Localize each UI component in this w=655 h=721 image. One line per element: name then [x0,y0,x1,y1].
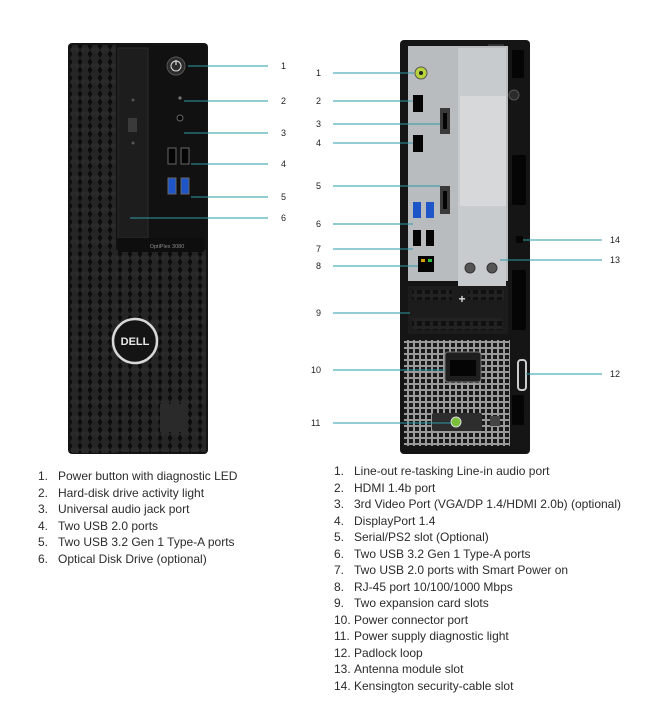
rear-callout: 13 [610,255,620,265]
psu-diagnostic-light [432,413,482,431]
power-button[interactable] [166,56,186,76]
rear-chassis: + [400,40,530,454]
front-chassis: OptiPlex 3080 DELL [68,43,208,454]
antenna-slot-2 [486,262,498,274]
front-callout: 5 [281,192,286,202]
legend-item: 11.Power supply diagnostic light [334,629,509,643]
front-callout: 6 [281,213,286,223]
kensington-slot[interactable] [516,236,523,243]
front-callout-numbers: 1 2 3 4 5 6 [281,61,286,223]
legend-item: 3.3rd Video Port (VGA/DP 1.4/HDMI 2.0b) … [334,497,622,511]
dell-logo: DELL [111,317,159,365]
front-usb2-port-1[interactable] [167,147,177,165]
svg-text:+: + [458,292,465,306]
hdd-activity-light [178,96,182,100]
serial-ps2-slot[interactable] [440,186,450,214]
rear-callout-numbers: 1 2 3 4 5 6 7 8 9 10 11 12 13 14 [311,68,620,428]
hdmi-port[interactable] [413,95,423,112]
legend-item: 3.Universal audio jack port [38,502,190,516]
legend-item: 10.Power connector port [334,612,469,627]
legend-item: 1.Line-out re-tasking Line-in audio port [334,464,550,478]
legend-item: 6.Optical Disk Drive (optional) [38,551,207,566]
rear-callout: 7 [316,244,321,254]
front-mesh-grille [70,45,116,453]
legend-item: 8.RJ-45 port 10/100/1000 Mbps [334,579,513,594]
legend-item: 12.Padlock loop [334,645,423,660]
legend-item: 1.Power button with diagnostic LED [38,469,238,483]
rear-callout: 4 [316,138,321,148]
rear-usb3-port-2[interactable] [426,202,434,218]
legend-item: 2.Hard-disk drive activity light [38,485,205,500]
rear-callout: 12 [610,369,620,379]
legend-item: 4.Two USB 2.0 ports [38,518,159,533]
front-callout: 1 [281,61,286,71]
rear-callout: 8 [316,261,321,271]
legend-item: 5.Two USB 3.2 Gen 1 Type-A ports [38,535,235,549]
rear-callout: 5 [316,181,321,191]
rear-callout: 1 [316,68,321,78]
rear-callout: 3 [316,119,321,129]
legend-item: 6.Two USB 3.2 Gen 1 Type-A ports [334,546,531,561]
rear-callout: 10 [311,365,321,375]
rear-callout: 9 [316,308,321,318]
legend-item: 2.HDMI 1.4b port [334,480,436,495]
diagram-canvas: OptiPlex 3080 DELL 1 2 3 4 [68,40,620,454]
rear-legend: 1.Line-out re-tasking Line-in audio port… [334,463,621,694]
padlock-loop[interactable] [517,359,527,391]
audio-jack[interactable] [176,114,184,122]
front-callout: 3 [281,128,286,138]
svg-text:DELL: DELL [121,336,150,348]
legend-item: 5.Serial/PS2 slot (Optional) [334,530,489,544]
antenna-slot-1 [464,262,476,274]
front-usb3-port-2[interactable] [180,177,190,195]
front-legend: 1.Power button with diagnostic LED 2.Har… [38,468,237,567]
legend-item: 13.Antenna module slot [334,662,464,676]
legend-item: 9.Two expansion card slots [334,596,489,610]
front-callout: 4 [281,159,286,169]
front-bottom-panel [160,404,188,432]
rear-callout: 11 [311,418,320,428]
legend-item: 4.DisplayPort 1.4 [334,513,436,528]
line-out-audio-port[interactable] [414,66,428,80]
front-usb2-port-2[interactable] [180,147,190,165]
rear-callout: 6 [316,219,321,229]
rear-callout: 2 [316,96,321,106]
front-leader-lines [130,65,268,219]
rear-callout: 14 [610,235,620,245]
third-video-port[interactable] [440,108,450,134]
rj45-port[interactable] [418,256,434,272]
rear-usb2-port-1[interactable] [413,230,421,246]
rear-leader-lines [333,72,602,424]
displayport[interactable] [413,135,423,152]
front-callout: 2 [281,96,286,106]
rear-usb2-port-2[interactable] [426,230,434,246]
front-usb3-port-1[interactable] [167,177,177,195]
legend-item: 14.Kensington security-cable slot [334,678,514,693]
power-connector-port[interactable] [444,351,482,383]
rear-usb3-port-1[interactable] [413,202,421,218]
legend-item: 7.Two USB 2.0 ports with Smart Power on [334,563,569,577]
model-label: OptiPlex 3080 [150,244,185,250]
